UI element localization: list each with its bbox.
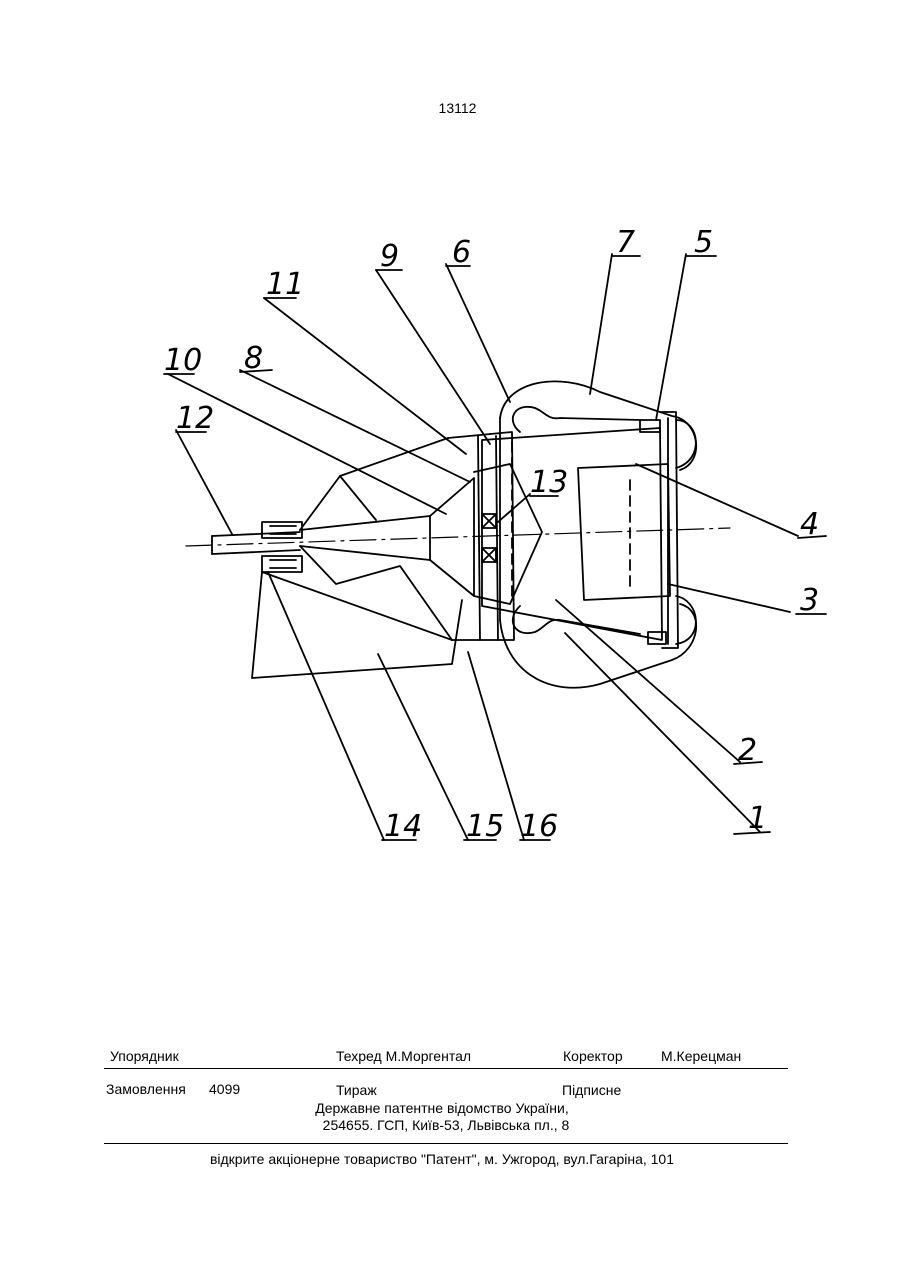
callout-14: 14 [384, 809, 422, 844]
circulation-label: Тираж [336, 1082, 377, 1098]
callout-1: 1 [748, 801, 767, 836]
callout-16: 16 [520, 809, 558, 844]
corrector-name: М.Керецман [661, 1048, 741, 1064]
callout-6: 6 [452, 235, 471, 270]
callout-12: 12 [176, 401, 214, 436]
subscription-label: Підписне [562, 1082, 621, 1098]
patent-office-line-2: 254655. ГСП, Київ-53, Львівська пл., 8 [0, 1117, 892, 1133]
callout-8: 8 [244, 341, 263, 376]
callout-15: 15 [466, 809, 504, 844]
callout-11: 11 [266, 267, 304, 302]
publisher-line: відкрите акціонерне товариство "Патент",… [0, 1151, 884, 1167]
callout-3: 3 [800, 583, 819, 618]
techred: Техред М.Моргентал [336, 1048, 471, 1064]
footer-divider-bottom [104, 1143, 788, 1144]
footer-divider-top [104, 1068, 788, 1069]
callout-9: 9 [380, 239, 399, 274]
callout-4: 4 [800, 507, 819, 542]
callout-10: 10 [164, 343, 202, 378]
compiler-label: Упорядник [110, 1048, 179, 1064]
callout-7: 7 [616, 225, 635, 260]
corrector-label: Коректор [563, 1048, 623, 1064]
callout-5: 5 [694, 225, 713, 260]
order-label: Замовлення [106, 1081, 186, 1097]
callout-2: 2 [738, 733, 757, 768]
order-number: 4099 [209, 1081, 240, 1097]
callout-13: 13 [530, 465, 568, 500]
patent-office-line-1: Державне патентне відомство України, [0, 1100, 884, 1116]
